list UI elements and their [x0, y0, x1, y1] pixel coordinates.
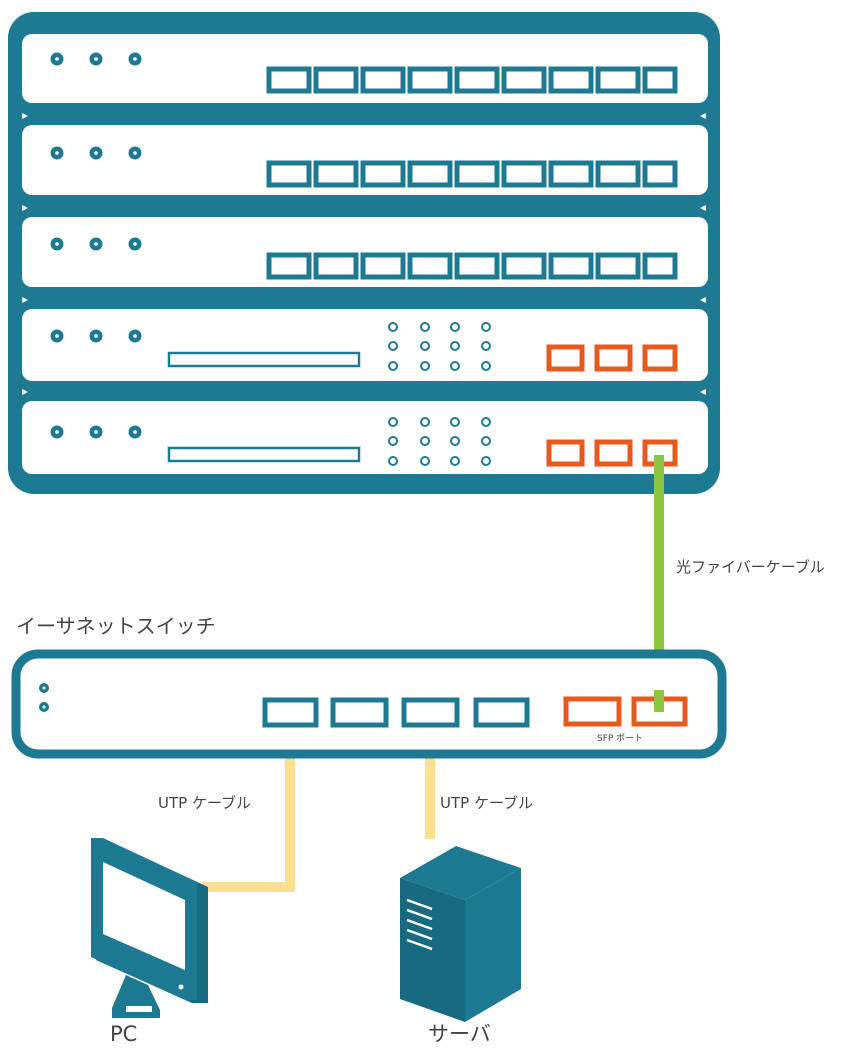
rail-markers [22, 113, 706, 395]
ethernet-switch [11, 649, 727, 759]
ethernet-ports [266, 160, 678, 188]
ethernet-ports [262, 697, 530, 728]
chassis [8, 12, 720, 494]
led-matrix [388, 417, 491, 466]
chassis-module-4 [22, 309, 708, 381]
chassis-module-3 [22, 217, 708, 287]
sfp-port-label: SFP ポート [597, 733, 643, 744]
utp-cable-pc [202, 713, 295, 892]
ethernet-ports [266, 66, 678, 94]
ethernet-switch-label: イーサネットスイッチ [16, 614, 216, 638]
card-slot [167, 351, 361, 368]
ethernet-ports [266, 252, 678, 280]
utp-cable-left-label: UTP ケーブル [158, 794, 251, 812]
sfp-ports [546, 344, 678, 372]
led-matrix [388, 322, 491, 371]
chassis-module-5 [22, 401, 708, 474]
server-tower-icon [400, 846, 521, 1022]
server-label: サーバ [428, 1022, 491, 1046]
utp-cable-right-label: UTP ケーブル [440, 794, 533, 812]
chassis-module-1 [22, 34, 708, 103]
pc-monitor-icon [91, 838, 208, 1018]
pc-label: PC [110, 1022, 137, 1046]
fiber-cable-label: 光ファイバーケーブル [676, 558, 825, 576]
chassis-module-2 [22, 125, 708, 195]
card-slot [167, 446, 361, 463]
